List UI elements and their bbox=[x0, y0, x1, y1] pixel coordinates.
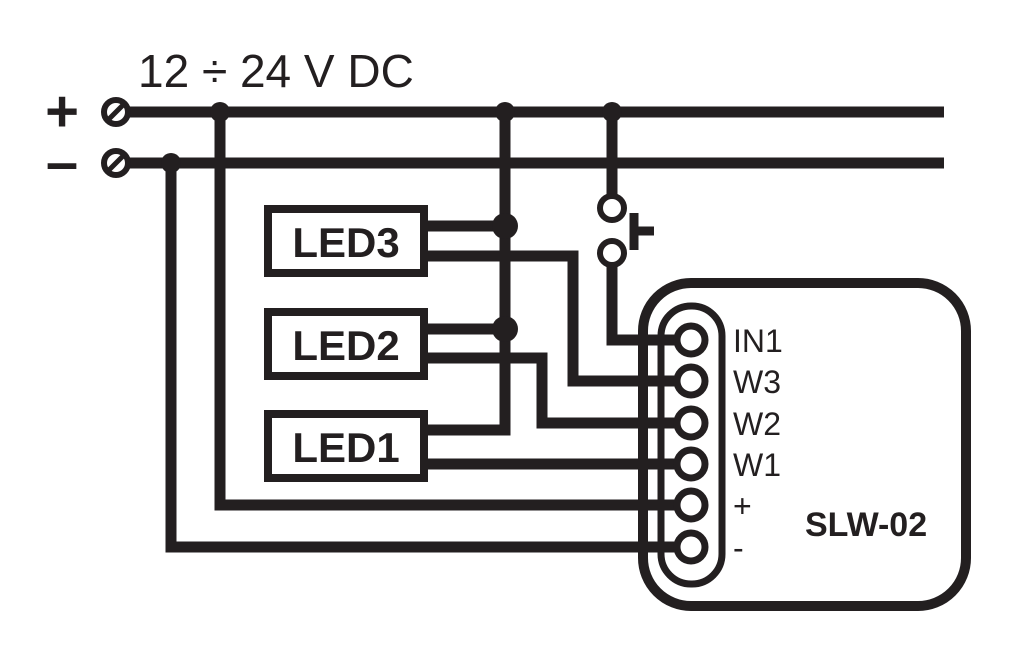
junction-dot bbox=[161, 153, 181, 173]
pin-label-w2: W2 bbox=[733, 406, 781, 442]
terminal-plus bbox=[673, 487, 709, 523]
pin-label-minus: - bbox=[733, 530, 744, 566]
led3-box: LED3 bbox=[264, 205, 428, 277]
terminal-w3 bbox=[673, 363, 709, 399]
led3-label: LED3 bbox=[292, 219, 399, 266]
terminal-in1 bbox=[673, 322, 709, 358]
terminal-w1 bbox=[673, 446, 709, 482]
wire-led3-w3 bbox=[424, 250, 686, 387]
plus-symbol: + bbox=[45, 79, 79, 144]
led2-label: LED2 bbox=[292, 322, 399, 369]
wire-module-minus bbox=[165, 163, 686, 553]
pin-label-w1: W1 bbox=[733, 447, 781, 483]
minus-terminal bbox=[101, 148, 131, 178]
junction-dot bbox=[602, 102, 622, 122]
junction-dot bbox=[492, 316, 518, 342]
pin-label-plus: + bbox=[733, 488, 752, 524]
wire-button-in1 bbox=[606, 266, 686, 346]
terminal-minus bbox=[673, 529, 709, 565]
pin-label-w3: W3 bbox=[733, 364, 781, 400]
led2-box: LED2 bbox=[264, 308, 428, 380]
junction-dot bbox=[495, 102, 515, 122]
module-name: SLW-02 bbox=[805, 506, 927, 544]
terminal-w2 bbox=[673, 405, 709, 441]
push-button-icon bbox=[597, 193, 654, 268]
plus-terminal bbox=[101, 97, 131, 127]
minus-symbol: – bbox=[46, 130, 78, 195]
supply-voltage-label: 12 ÷ 24 V DC bbox=[138, 45, 414, 97]
led1-label: LED1 bbox=[292, 424, 399, 471]
pin-label-in1: IN1 bbox=[733, 323, 783, 359]
wire-led2-w2 bbox=[424, 352, 686, 429]
junction-dot bbox=[492, 213, 518, 239]
led1-box: LED1 bbox=[264, 410, 428, 482]
junction-dot bbox=[210, 102, 230, 122]
wire-module-plus bbox=[214, 112, 686, 511]
